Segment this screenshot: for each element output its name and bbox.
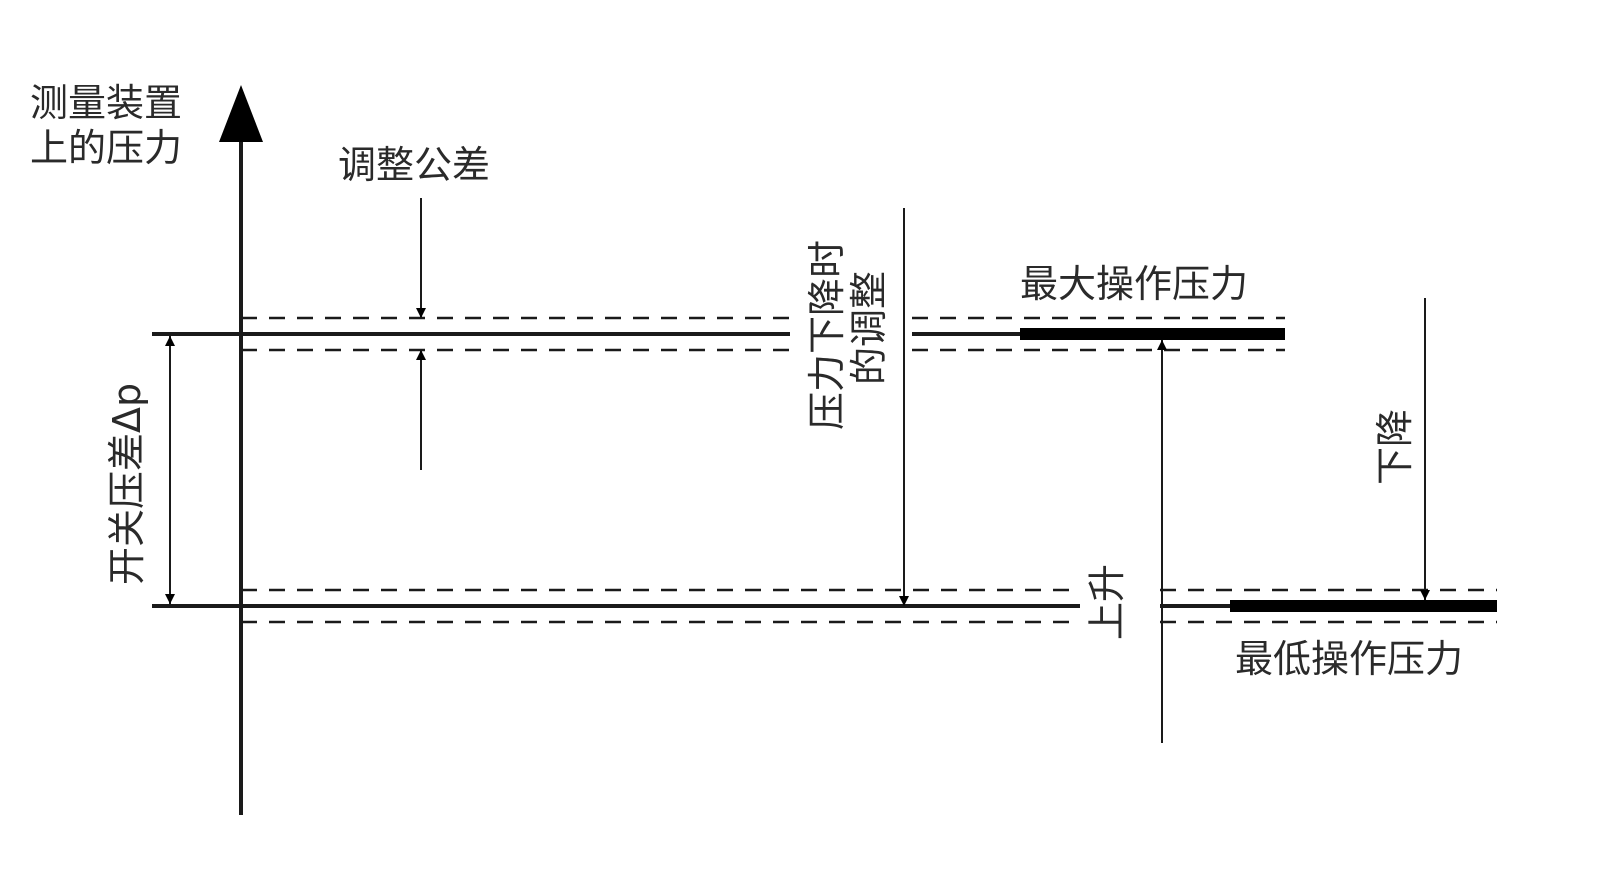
lower-level [152,588,1497,624]
adjust-on-fall-label-line2: 的调整 [847,271,891,385]
y-axis-arrowhead [219,85,263,142]
upper-level [152,316,1285,352]
falling-label: 下降 [1373,409,1417,485]
adjust-on-fall-label-line1: 压力下降时 [805,240,849,430]
adjust-tolerance-label: 调整公差 [338,143,490,187]
y-axis-label-line1: 测量装置 [30,81,182,125]
y-axis-label-line2: 上的压力 [30,126,182,170]
switching-differential-label: 开关压差Δp [105,383,149,585]
min-operating-pressure-label: 最低操作压力 [1235,637,1463,681]
max-operating-pressure-label: 最大操作压力 [1020,262,1248,306]
rising-label: 上升 [1085,564,1129,640]
